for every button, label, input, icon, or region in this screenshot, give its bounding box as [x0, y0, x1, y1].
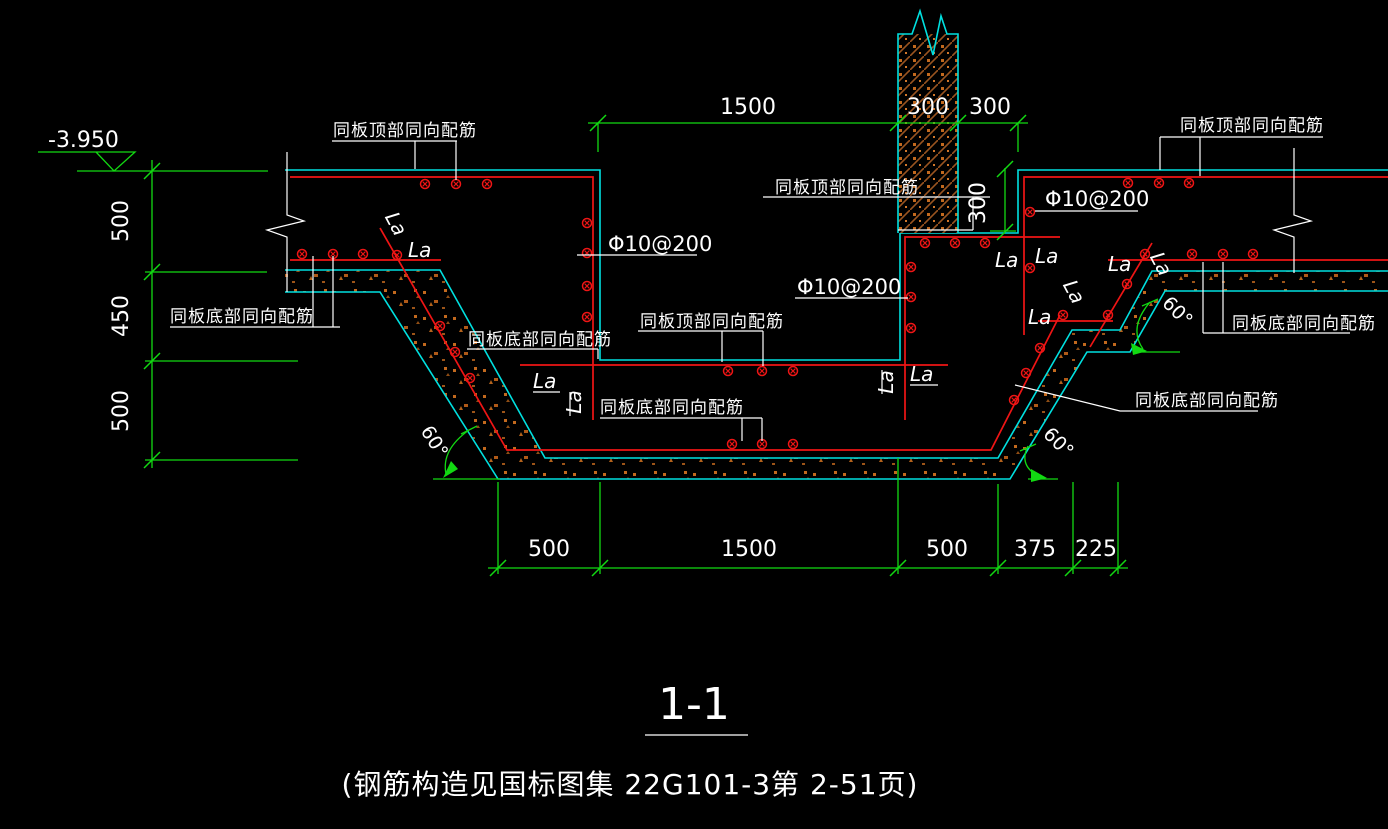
label-spec-step: Φ10@200: [1045, 187, 1149, 211]
elevation-value: -3.950: [48, 128, 119, 153]
right-slab-top-rebar: [1023, 176, 1388, 335]
dim-bottom-375: 375: [1014, 537, 1056, 562]
svg-text:La: La: [1035, 244, 1058, 268]
angle-dim-right-lower: [1019, 443, 1058, 482]
cushion-bottom-outline: [285, 290, 1388, 480]
label-spec-wall-right: Φ10@200: [797, 275, 901, 299]
annotation-leaders: [170, 136, 1350, 736]
dim-bottom-500a: 500: [528, 537, 570, 562]
column-outline: [897, 8, 959, 233]
dim-left-450: 450: [109, 295, 134, 337]
dimension-texts: 1500 300 300 500 450 500 300 500 1500 50…: [109, 95, 1117, 562]
label-top-rebar-left: 同板顶部同向配筋: [333, 121, 477, 141]
label-bottom-rebar-floor: 同板底部同向配筋: [600, 398, 744, 418]
label-top-rebar-floor: 同板顶部同向配筋: [640, 312, 784, 332]
dim-step-300: 300: [966, 182, 991, 224]
svg-text:La: La: [874, 370, 898, 393]
dim-bottom-1500: 1500: [721, 537, 777, 562]
dim-left-500a: 500: [109, 200, 134, 242]
drawing-note: (钢筋构造见国标图集 22G101-3第 2-51页): [342, 768, 919, 801]
pit-bottom-rebar: [379, 227, 1061, 451]
upper-slope-rebar: [1089, 242, 1153, 348]
label-top-rebar-center: 同板顶部同向配筋: [775, 178, 919, 198]
anchorage-labels: La La La La La La La La La La La La: [380, 208, 1177, 414]
column-concrete-hatch: [898, 34, 958, 233]
svg-text:La: La: [1108, 252, 1131, 276]
slab-soffit-outline: [285, 269, 1388, 459]
label-spec-wall-left: Φ10@200: [608, 232, 712, 256]
dimension-lines: [38, 114, 1180, 577]
dim-bottom-225: 225: [1075, 537, 1117, 562]
step-top-rebar: [904, 236, 1060, 420]
angle-dim-left: [433, 425, 500, 480]
break-line-right: [1271, 148, 1314, 273]
svg-text:La: La: [408, 238, 431, 262]
pit-inner-surface-outline: [285, 169, 1388, 361]
dim-top-300b: 300: [969, 95, 1011, 120]
dim-top-300a: 300: [907, 95, 949, 120]
svg-text:La: La: [910, 362, 933, 386]
break-line-left: [264, 152, 307, 292]
label-bottom-rebar-slope: 同板底部同向配筋: [1135, 391, 1279, 411]
level-symbol: [38, 151, 268, 172]
svg-text:La: La: [1028, 305, 1051, 329]
label-bottom-rebar-midleft: 同板底部同向配筋: [468, 330, 612, 350]
dim-bottom-500b: 500: [926, 537, 968, 562]
svg-text:La: La: [1058, 276, 1090, 308]
label-top-rebar-right: 同板顶部同向配筋: [1180, 116, 1324, 136]
dim-top-1500: 1500: [720, 95, 776, 120]
svg-text:La: La: [533, 369, 556, 393]
svg-text:La: La: [995, 248, 1018, 272]
svg-text:60°: 60°: [1039, 423, 1078, 462]
svg-text:La: La: [562, 390, 586, 413]
label-bottom-rebar-left: 同板底部同向配筋: [170, 307, 314, 327]
dim-left-500b: 500: [109, 390, 134, 432]
left-slab-top-rebar: [290, 176, 594, 420]
rebar-labels: 同板顶部同向配筋 同板顶部同向配筋 同板顶部同向配筋 同板底部同向配筋 同板底部…: [170, 116, 1376, 418]
label-bottom-rebar-right: 同板底部同向配筋: [1232, 314, 1376, 334]
angle-dim-right-upper: [1131, 298, 1180, 355]
section-title: 1-1: [658, 679, 730, 730]
svg-text:60°: 60°: [1158, 292, 1197, 331]
